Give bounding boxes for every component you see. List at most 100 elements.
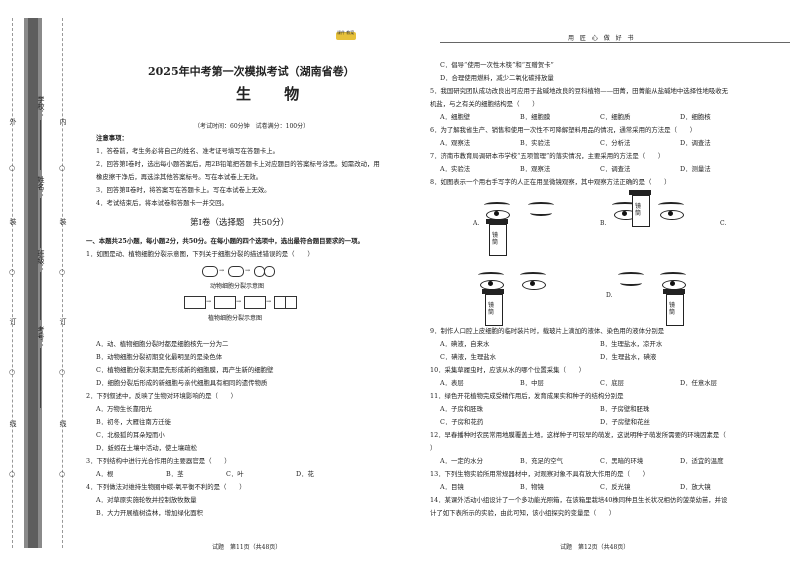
eyepiece-cap-icon — [663, 289, 685, 294]
eyepiece-icon — [485, 294, 503, 326]
q11-option-c[interactable]: C．子房和花药 — [440, 418, 484, 426]
q6-option-b[interactable]: B．实验法 — [520, 139, 551, 147]
q8-option-b[interactable]: B. — [600, 220, 607, 227]
binding-sidebar: 外 ○ 装 ○ 订 ○ 线 ○ 内 ○ 装 ○ 订 ○ 线 ○ 学校： 姓名： … — [0, 0, 76, 566]
eyepiece-cap-icon — [482, 289, 504, 294]
q7-option-b[interactable]: B．观察法 — [520, 165, 551, 173]
q6-option-a[interactable]: A．观察法 — [440, 139, 471, 147]
q1-option-a[interactable]: A．动、植物细胞分裂时都是细胞核先一分为二 — [96, 340, 229, 348]
q10-option-b[interactable]: B．中层 — [520, 379, 544, 387]
q6-option-c[interactable]: C．分析法 — [600, 139, 631, 147]
q5-option-d[interactable]: D．细胞核 — [680, 113, 711, 121]
q8-option-c[interactable]: C. — [720, 220, 727, 227]
pupil-icon — [494, 211, 499, 216]
eyebrow-icon — [520, 272, 546, 278]
q5-option-b[interactable]: B．细胞膜 — [520, 113, 551, 121]
q9-option-a[interactable]: A．碘液，自来水 — [440, 340, 490, 348]
q1-option-c[interactable]: C．植物细胞分裂末期是先形成新的细胞膜，再产生新的细胞壁 — [96, 366, 274, 374]
q9-option-d[interactable]: D．生理盐水，碘液 — [600, 353, 657, 361]
q2-option-c[interactable]: C．北极狐的耳朵短而小 — [96, 431, 165, 439]
q10-option-c[interactable]: C．底层 — [600, 379, 625, 387]
inner-mark: ○ — [58, 368, 66, 376]
footer-right: 试题 第12页（共48页） — [560, 544, 630, 551]
q2-option-a[interactable]: A．万物生长靠阳光 — [96, 405, 152, 413]
q10-option-d[interactable]: D．任意水层 — [680, 379, 718, 387]
inner-mark: ○ — [58, 470, 66, 478]
plant-figure-caption: 植物细胞分裂示意图 — [208, 315, 263, 322]
class-field[interactable] — [40, 272, 41, 320]
q11-option-a[interactable]: A．子房和胚珠 — [440, 405, 483, 413]
arrow-icon: → — [266, 298, 272, 305]
q12-option-b[interactable]: B．充足的空气 — [520, 457, 564, 465]
class-label: 班级： — [37, 250, 45, 271]
q7-option-a[interactable]: A．实验法 — [440, 165, 471, 173]
q12-option-a[interactable]: A．一定的水分 — [440, 457, 483, 465]
q7-option-d[interactable]: D．测量法 — [680, 165, 711, 173]
arrow-icon: → — [236, 298, 242, 305]
question-4: 4．下列做法对维持生物圈中碳-氧平衡不利的是（ ） — [86, 483, 246, 491]
q12-option-d[interactable]: D．适宜的温度 — [680, 457, 724, 465]
q4-option-d[interactable]: D．合理使用燃料，减少二氧化碳排放量 — [440, 74, 554, 82]
q1-option-d[interactable]: D．细胞分裂后形成的新细胞与亲代细胞具有相同的遗传物质 — [96, 379, 268, 387]
note-item: 2．回答第Ⅰ卷时，选出每小题答案后，用2B铅笔把答题卡上对应题目的答案标号涂黑。… — [96, 160, 380, 168]
q1-option-b[interactable]: B．动物细胞分裂初期变化最明显的是染色体 — [96, 353, 223, 361]
q2-option-b[interactable]: B．初冬，大雁往南方迁徙 — [96, 418, 171, 426]
school-label: 学校： — [37, 96, 45, 117]
outer-mark: 订 — [9, 318, 17, 325]
plant-cell — [184, 296, 206, 309]
eyepiece-label: 镜筒 — [488, 302, 495, 316]
school-field[interactable] — [40, 120, 41, 170]
arrow-icon: → — [206, 298, 212, 305]
q13-option-a[interactable]: A．目镜 — [440, 483, 464, 491]
q13-option-b[interactable]: B．物镜 — [520, 483, 544, 491]
q7-option-c[interactable]: C．调查法 — [600, 165, 631, 173]
cut-line-inner — [62, 18, 63, 548]
q9-option-c[interactable]: C．碘液，生理盐水 — [440, 353, 497, 361]
closed-eye-icon — [620, 280, 642, 286]
q4-option-a[interactable]: A．对草原实施轮牧并控制放牧数量 — [96, 496, 197, 504]
outer-mark: ○ — [8, 470, 16, 478]
exam-number-field[interactable] — [40, 348, 41, 408]
plant-cell — [285, 296, 297, 309]
q10-option-a[interactable]: A．表层 — [440, 379, 464, 387]
question-5-cont: 机盐，与之有关的细胞结构是（ ） — [430, 100, 539, 108]
pupil-icon — [622, 211, 627, 216]
inner-mark: 装 — [59, 218, 67, 225]
q4-option-c[interactable]: C．倡导“使用一次性木筷”和“互赠贺卡” — [440, 61, 554, 69]
logo-text: 课件·教案 — [337, 30, 355, 35]
q4-option-b[interactable]: B．大力开展植树造林，增加绿化面积 — [96, 509, 203, 517]
name-field[interactable] — [40, 198, 41, 248]
inner-mark: 内 — [59, 118, 67, 125]
eyebrow-icon — [660, 272, 686, 278]
eyebrow-icon — [658, 202, 684, 208]
exam-title: 2025年中考第一次模拟考试（湖南省卷） — [148, 65, 355, 78]
q11-option-d[interactable]: D．子房壁和花丝 — [600, 418, 650, 426]
exam-number-label: 考号： — [37, 326, 45, 347]
eyebrow-icon — [478, 272, 504, 278]
inner-mark: 订 — [59, 318, 67, 325]
question-9: 9．制作人口腔上皮细胞的临时装片时，载玻片上滴加的液体、染色用的液体分别是 — [430, 327, 665, 335]
q6-option-d[interactable]: D．调查法 — [680, 139, 711, 147]
note-item: 3．回答第Ⅱ卷时，将答案写在答题卡上。写在本试卷上无效。 — [96, 186, 271, 194]
q8-option-d[interactable]: D. — [606, 292, 613, 299]
q2-option-d[interactable]: D．蚯蚓在土壤中活动，使土壤疏松 — [96, 444, 197, 452]
q9-option-b[interactable]: B．生理盐水，凉开水 — [600, 340, 663, 348]
q3-option-a[interactable]: A．根 — [96, 470, 114, 478]
eyepiece-icon — [632, 195, 650, 227]
eyepiece-label: 镜筒 — [492, 232, 499, 246]
q5-option-c[interactable]: C．细胞质 — [600, 113, 631, 121]
section-title: 第Ⅰ卷（选择题 共50分） — [190, 218, 290, 228]
q5-option-a[interactable]: A．细胞壁 — [440, 113, 471, 121]
q11-option-b[interactable]: B．子房壁和胚珠 — [600, 405, 650, 413]
q13-option-d[interactable]: D．放大镜 — [680, 483, 711, 491]
exam-subject: 生 物 — [236, 85, 314, 103]
q13-option-c[interactable]: C．反光镜 — [600, 483, 631, 491]
pupil-icon — [668, 211, 673, 216]
inner-mark: ○ — [58, 268, 66, 276]
q3-option-c[interactable]: C．叶 — [226, 470, 244, 478]
q12-option-c[interactable]: C．黑暗的环境 — [600, 457, 644, 465]
q8-option-a[interactable]: A. — [473, 220, 480, 227]
q3-option-b[interactable]: B．茎 — [166, 470, 184, 478]
q3-option-d[interactable]: D．花 — [296, 470, 314, 478]
eyepiece-label: 镜筒 — [635, 203, 642, 217]
